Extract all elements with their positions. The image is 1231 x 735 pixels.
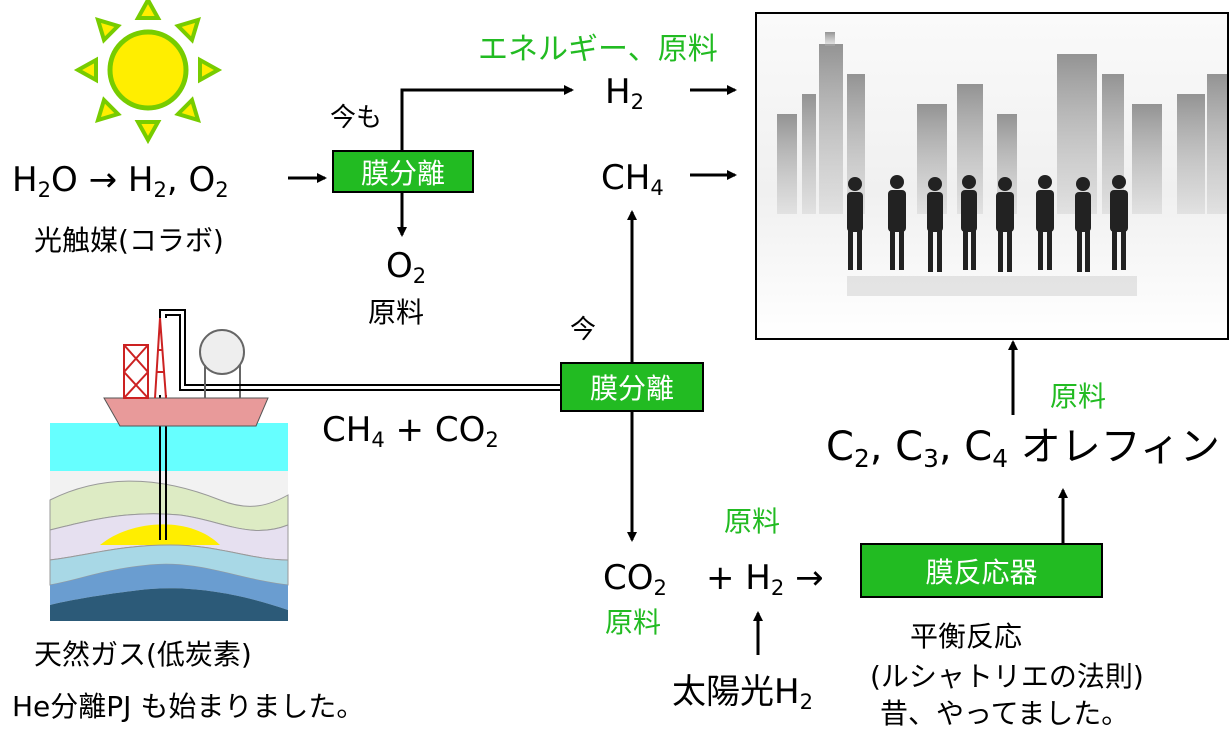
did-before-label: 昔、やってました。 [880, 697, 1130, 730]
equilibrium-label: 平衡反応 [910, 620, 1023, 653]
energy-material-label: エネルギー、原料 [478, 32, 718, 67]
h2-material-label: 原料 [724, 505, 781, 538]
h2-output-label: H2 [605, 72, 644, 114]
membrane-separation-box-top: 膜分離 [332, 150, 474, 193]
o2-output-label: O2 [386, 246, 427, 288]
le-chatelier-label: (ルシャトリエの法則) [870, 660, 1144, 693]
city-business-image [755, 12, 1229, 340]
photocatalyst-label: 光触媒(コラボ) [34, 224, 224, 257]
olefins-material-label: 原料 [1050, 380, 1107, 413]
co2-material-label: 原料 [605, 606, 662, 639]
water-splitting-reaction: H2O → H2, O2 [12, 160, 229, 202]
co2-label: CO2 [603, 558, 667, 600]
olefins-label: C2, C3, C4 オレフィン [826, 424, 1220, 473]
he-project-label: He分離PJ も始まりました。 [12, 690, 365, 723]
plus-h2-label: + H2 → [706, 558, 824, 600]
o2-material-label: 原料 [368, 296, 425, 329]
membrane-reactor-box: 膜反応器 [860, 543, 1103, 598]
natural-gas-label: 天然ガス(低炭素) [34, 638, 252, 671]
ch4-output-label: CH4 [601, 158, 664, 200]
ima-label: 今 [570, 315, 597, 345]
solar-h2-label: 太陽光H2 [672, 672, 813, 714]
membrane-separation-box-mid: 膜分離 [560, 362, 704, 412]
ch4-co2-label: CH4 + CO2 [322, 410, 499, 452]
imamo-label: 今も [330, 103, 383, 133]
